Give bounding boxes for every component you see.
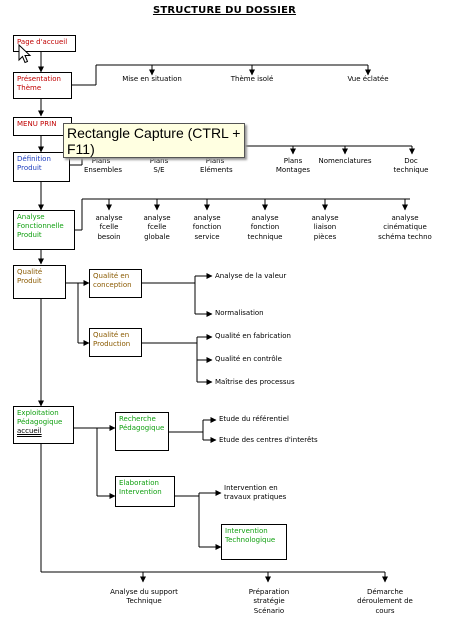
presentation-label: Présentation Thème [17, 75, 61, 92]
production-item[interactable]: Qualité en contrôle [215, 355, 282, 363]
presentation-item[interactable]: Mise en situation [122, 75, 182, 83]
elaboration-label: Elaboration Intervention [119, 479, 162, 496]
analyse-label: Analyse Fonctionnelle Produit [17, 213, 64, 239]
qualite-conception-label: Qualité en conception [93, 272, 132, 289]
recherche-item[interactable]: Etude du référentiel [219, 415, 289, 423]
recherche-item[interactable]: Etude des centres d'interêts [219, 436, 318, 444]
page-title: STRUCTURE DU DOSSIER [152, 5, 297, 16]
qualite-label: Qualité Produit [17, 268, 43, 285]
conception-item[interactable]: Analyse de la valeur [215, 272, 287, 280]
analyse-item[interactable]: analyse cinématique schéma techno [378, 214, 432, 241]
menu-label: MENU PRIN [17, 120, 57, 128]
exploitation-label: Exploitation Pédagogique [17, 409, 63, 426]
capture-tooltip: Rectangle Capture (CTRL + F11) [63, 123, 245, 158]
bottom-item[interactable]: Analyse du support Technique [110, 588, 178, 606]
presentation-item[interactable]: Thème isolé [230, 75, 274, 83]
definition-item[interactable]: Plans Eléments [200, 157, 233, 175]
conception-item[interactable]: Normalisation [215, 309, 264, 317]
elaboration-box[interactable]: Elaboration Intervention [115, 476, 175, 507]
mouse-cursor-icon [18, 44, 32, 64]
qualite-box[interactable]: Qualité Produit [13, 265, 66, 299]
analyse-item[interactable]: analyse fonction service [192, 214, 222, 241]
production-item[interactable]: Maîtrise des processus [215, 378, 295, 386]
definition-item[interactable]: Plans Ensembles [84, 157, 122, 175]
analyse-item[interactable]: analyse liaison pièces [311, 214, 339, 241]
bottom-item[interactable]: Préparation stratégie Scénario [248, 588, 290, 615]
accueil-label: Page d'accueil [17, 38, 68, 46]
elaboration-item[interactable]: Intervention en travaux pratiques [224, 484, 287, 502]
definition-label: Définition Produit [17, 155, 51, 172]
presentation-box[interactable]: Présentation Thème [13, 72, 72, 99]
analyse-item[interactable]: analyse fonction technique [247, 214, 283, 241]
analyse-box[interactable]: Analyse Fonctionnelle Produit [13, 210, 75, 250]
accueil-box[interactable]: Page d'accueil [13, 35, 76, 52]
intervention-tech-label: Intervention Technologique [225, 527, 276, 544]
production-item[interactable]: Qualité en fabrication [215, 332, 291, 340]
definition-item[interactable]: Doc technique [393, 157, 429, 175]
analyse-item[interactable]: analyse fcelle globale [143, 214, 171, 241]
qualite-production-label: Qualité en Production [93, 331, 131, 348]
bottom-item[interactable]: Démarche déroulement de cours [357, 588, 413, 615]
definition-item[interactable]: Plans Montages [275, 157, 311, 175]
qualite-production-box[interactable]: Qualité en Production [89, 328, 142, 357]
presentation-item[interactable]: Vue éclatée [347, 75, 389, 83]
definition-item[interactable]: Nomenclatures [318, 157, 372, 165]
recherche-label: Recherche Pédagogique [119, 415, 165, 432]
qualite-conception-box[interactable]: Qualité en conception [89, 269, 142, 298]
intervention-tech-box[interactable]: Intervention Technologique [221, 524, 287, 560]
definition-box[interactable]: Définition Produit [13, 152, 70, 182]
exploitation-box[interactable]: Exploitation Pédagogique accueil [13, 406, 74, 444]
analyse-item[interactable]: analyse fcelle besoin [95, 214, 123, 241]
exploitation-accueil-link[interactable]: accueil [17, 426, 42, 435]
recherche-box[interactable]: Recherche Pédagogique [115, 412, 169, 451]
definition-item[interactable]: Plans S/E [149, 157, 169, 175]
